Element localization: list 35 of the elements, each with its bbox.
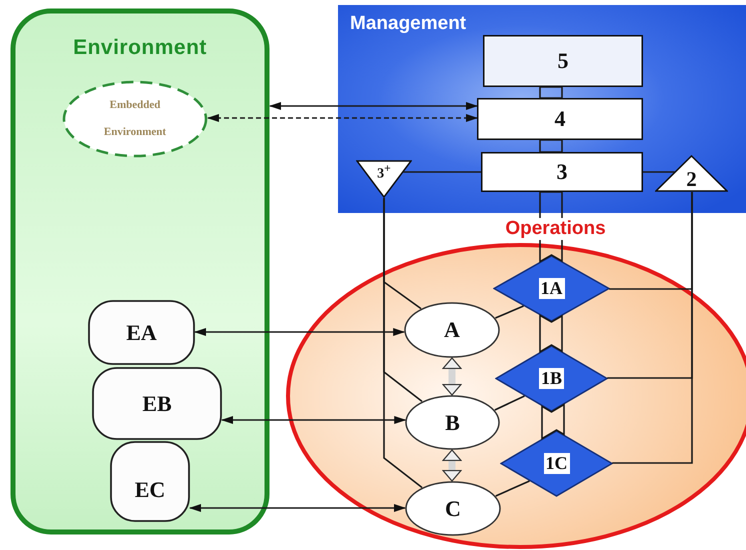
region-title: Environment: [73, 36, 207, 60]
connector-line: [612, 192, 693, 464]
connector-line: [494, 395, 525, 411]
node-label: 3: [556, 159, 568, 185]
node-label: EA: [126, 320, 157, 346]
double-line-connector: [541, 403, 565, 440]
connector-arrow: [206, 114, 478, 122]
node-label: 1A: [538, 278, 564, 299]
connector-line: [495, 480, 530, 497]
node-label: B: [445, 410, 460, 436]
connector-line: [495, 305, 524, 319]
connector-arrow: [269, 102, 478, 110]
connector-arrow: [194, 328, 406, 336]
node-label: 1B: [538, 368, 564, 389]
node-label: 3$^{+}$: [377, 162, 391, 183]
connector-arrow: [221, 416, 406, 424]
node-label: Embedded Environment: [102, 98, 168, 140]
connector-line: [383, 198, 422, 488]
node-label: 5: [558, 48, 568, 74]
node-label: 4: [554, 106, 566, 132]
node-label: 2: [686, 167, 697, 192]
region-title: Management: [350, 13, 466, 35]
node-label: A: [444, 317, 460, 343]
double-line-connector: [539, 86, 563, 99]
connector-line: [403, 171, 481, 173]
node-label: C: [445, 496, 461, 522]
node-label: EB: [142, 390, 172, 416]
double-headed-arrow: [442, 449, 462, 482]
connector-arrow: [189, 504, 406, 512]
double-headed-arrow: [442, 357, 462, 396]
node-label: 1C: [544, 453, 570, 474]
double-line-connector: [539, 139, 563, 153]
node-label: EC: [134, 476, 166, 502]
double-line-connector: [539, 314, 563, 354]
connector-line: [643, 171, 675, 173]
